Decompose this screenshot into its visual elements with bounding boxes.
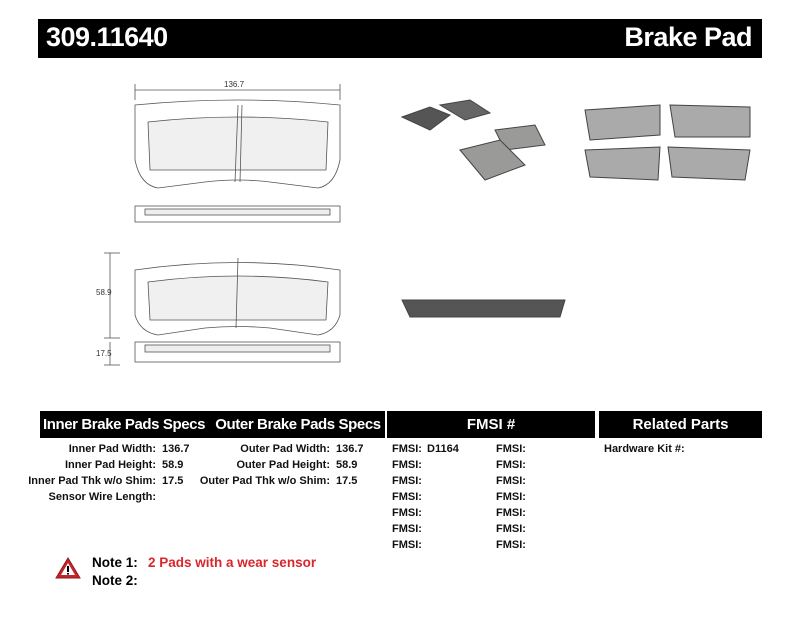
- fmsi-label: FMSI:: [496, 459, 526, 471]
- note1-text: 2 Pads with a wear sensor: [148, 555, 317, 570]
- outer-specs-title: Outer Brake Pads Specs: [215, 416, 381, 433]
- fmsi-label: FMSI:: [392, 459, 422, 471]
- outer-pad-outline: [134, 262, 341, 336]
- thickness-dimension: 17.5: [96, 349, 112, 358]
- outer-spec-label: Outer Pad Thk w/o Shim:: [199, 475, 330, 487]
- related-parts-header: Related Parts: [599, 411, 762, 438]
- inner-spec-label: Inner Pad Width:: [68, 443, 156, 455]
- inner-spec-label: Inner Pad Thk w/o Shim:: [28, 475, 156, 487]
- inner-spec-value: 136.7: [162, 443, 190, 455]
- pad-photos: [400, 99, 751, 318]
- outer-spec-value: 17.5: [336, 475, 358, 487]
- inner-pad-outline: [134, 99, 341, 189]
- fmsi-label: FMSI:: [392, 523, 422, 535]
- warning-icon: [55, 557, 81, 579]
- inner-spec-value: 17.5: [162, 475, 184, 487]
- note1-label: Note 1:: [92, 555, 138, 570]
- fmsi-label: FMSI:: [392, 491, 422, 503]
- fmsi-label: FMSI:: [392, 475, 422, 487]
- inner-spec-value: 58.9: [162, 459, 184, 471]
- outer-spec-label: Outer Pad Width:: [240, 443, 330, 455]
- width-dimension: 136.7: [224, 80, 245, 89]
- fmsi-label: FMSI:: [392, 507, 422, 519]
- fmsi-value: D1164: [427, 443, 459, 455]
- outer-spec-value: 58.9: [336, 459, 358, 471]
- specs-header: Inner Brake Pads Specs Outer Brake Pads …: [40, 411, 385, 438]
- pad-technical-drawing: [104, 84, 341, 366]
- fmsi-label: FMSI:: [496, 443, 526, 455]
- part-number: 309.11640: [46, 22, 168, 52]
- product-type: Brake Pad: [624, 22, 752, 52]
- outer-spec-label: Outer Pad Height:: [236, 459, 330, 471]
- fmsi-label: FMSI:: [392, 443, 422, 455]
- fmsi-header: FMSI #: [387, 411, 595, 438]
- fmsi-label: FMSI:: [496, 475, 526, 487]
- title-bar: 309.11640 Brake Pad: [38, 19, 762, 58]
- fmsi-label: FMSI:: [496, 507, 526, 519]
- inner-spec-label: Sensor Wire Length:: [48, 491, 156, 503]
- fmsi-label: FMSI:: [392, 539, 422, 551]
- note2-label: Note 2:: [92, 573, 138, 588]
- outer-spec-value: 136.7: [336, 443, 364, 455]
- hardware-kit-label: Hardware Kit #:: [604, 443, 685, 455]
- fmsi-label: FMSI:: [496, 523, 526, 535]
- inner-specs-title: Inner Brake Pads Specs: [42, 416, 206, 433]
- fmsi-label: FMSI:: [496, 539, 526, 551]
- inner-spec-label: Inner Pad Height:: [64, 459, 156, 471]
- height-dimension: 58.9: [96, 288, 112, 297]
- fmsi-label: FMSI:: [496, 491, 526, 503]
